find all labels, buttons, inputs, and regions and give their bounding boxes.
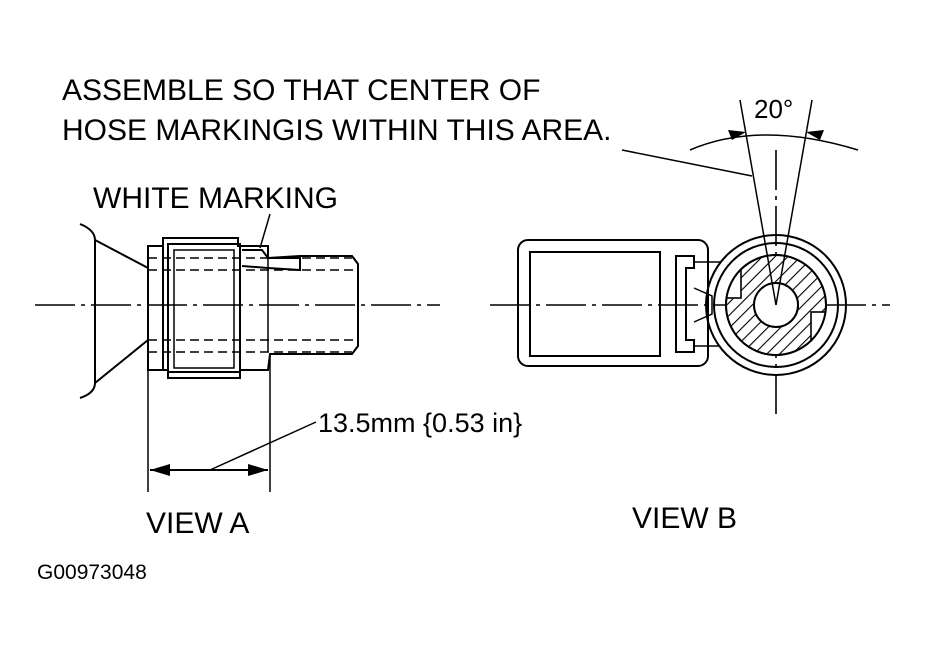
- dimension-line: [150, 464, 268, 476]
- angle-label: 20°: [754, 94, 793, 124]
- view-b-drawing: [490, 99, 890, 418]
- note-line-2: HOSE MARKINGIS WITHIN THIS AREA.: [62, 114, 612, 147]
- note-leader: [621, 149, 753, 177]
- fitting-body: [147, 237, 359, 379]
- angle-indicator: [689, 99, 859, 306]
- figure-code: G00973048: [37, 561, 147, 584]
- view-a-drawing: [35, 213, 440, 492]
- dimension-label: 13.5mm {0.53 in}: [318, 408, 522, 438]
- hose-flare: [79, 223, 149, 399]
- note-line-1: ASSEMBLE SO THAT CENTER OF: [62, 74, 540, 107]
- white-marking-label: WHITE MARKING: [93, 182, 338, 215]
- view-a-label: VIEW A: [146, 507, 249, 540]
- white-marking-stripe: [241, 249, 301, 272]
- white-marking-leader: [259, 213, 271, 249]
- dimension-leader: [209, 421, 317, 471]
- clamp-body: [517, 239, 720, 367]
- view-b-label: VIEW B: [632, 502, 737, 535]
